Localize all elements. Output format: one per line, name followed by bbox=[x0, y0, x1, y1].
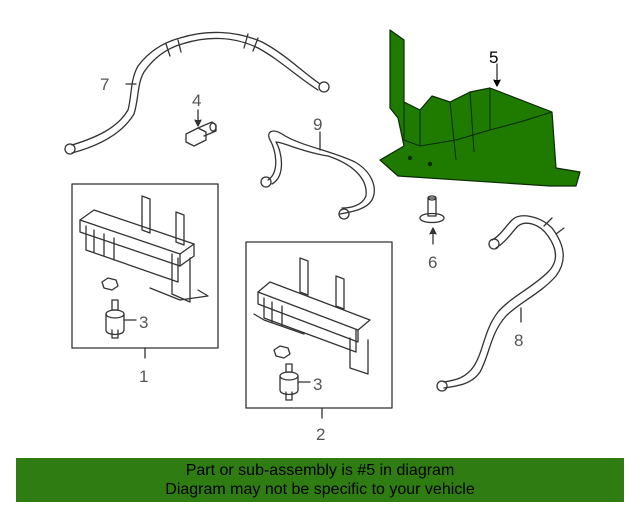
part-5-shield[interactable] bbox=[379, 29, 581, 187]
callout-2: 2 bbox=[316, 425, 325, 444]
part-7-hose[interactable] bbox=[64, 31, 330, 155]
part-1-box[interactable] bbox=[71, 183, 219, 349]
callout-7: 7 bbox=[100, 75, 109, 94]
info-banner: Part or sub-assembly is #5 in diagram Di… bbox=[16, 458, 624, 502]
callout-5: 5 bbox=[489, 48, 498, 67]
callout-6: 6 bbox=[428, 253, 437, 272]
callout-8: 8 bbox=[514, 331, 523, 350]
part-8-hose[interactable] bbox=[436, 215, 565, 392]
parts-diagram: 7 4 9 5 6 8 3 1 3 2 bbox=[64, 29, 581, 444]
callout-3-box2: 3 bbox=[313, 375, 322, 394]
banner-line-2: Diagram may not be specific to your vehi… bbox=[165, 481, 475, 498]
part-2-box[interactable] bbox=[245, 241, 393, 409]
banner-line-1: Part or sub-assembly is #5 in diagram bbox=[185, 462, 455, 479]
part-4-bolt[interactable] bbox=[185, 121, 217, 147]
callout-4: 4 bbox=[192, 91, 201, 110]
part-6-stud[interactable] bbox=[419, 195, 445, 224]
callout-1: 1 bbox=[139, 367, 148, 386]
callout-9: 9 bbox=[313, 115, 322, 134]
part-9-tube[interactable] bbox=[260, 130, 375, 220]
callout-3-box1: 3 bbox=[139, 313, 148, 332]
